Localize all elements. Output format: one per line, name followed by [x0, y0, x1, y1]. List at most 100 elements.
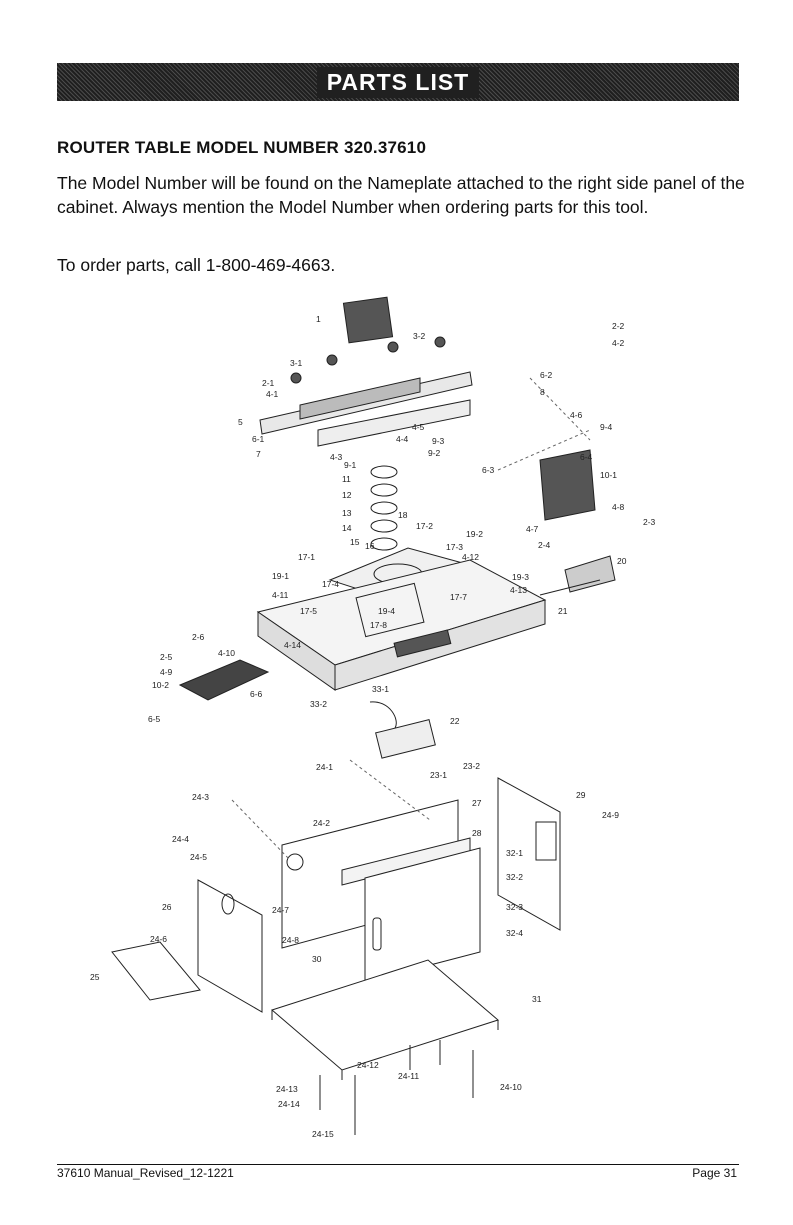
callout-label-23-1: 23-1 — [430, 770, 447, 780]
callout-label-9-3: 9-3 — [432, 436, 445, 446]
callout-label-24-14: 24-14 — [278, 1099, 300, 1109]
callout-label-4-3: 4-3 — [330, 452, 343, 462]
callout-label-8: 8 — [540, 387, 545, 397]
callout-label-16: 16 — [365, 541, 375, 551]
callout-label-4-10: 4-10 — [218, 648, 235, 658]
featherboard-left-drawing — [178, 659, 270, 701]
callout-label-24-5: 24-5 — [190, 852, 207, 862]
callout-label-2-1: 2-1 — [262, 378, 275, 388]
callout-label-17-3: 17-3 — [446, 542, 463, 552]
callout-label-4-11: 4-11 — [272, 590, 289, 600]
callout-label-13: 13 — [342, 508, 352, 518]
callout-label-19-2: 19-2 — [466, 529, 483, 539]
callout-label-17-5: 17-5 — [300, 606, 317, 616]
callout-label-23-2: 23-2 — [463, 761, 480, 771]
callout-label-25: 25 — [90, 972, 100, 982]
callout-label-4-1: 4-1 — [266, 389, 279, 399]
callout-label-17-7: 17-7 — [450, 592, 467, 602]
callout-label-17-4: 17-4 — [322, 579, 339, 589]
left-panel-drawing — [197, 879, 263, 1013]
order-parts-paragraph: To order parts, call 1-800-469-4663. — [57, 255, 336, 275]
section-heading: ROUTER TABLE MODEL NUMBER 320.37610 — [57, 138, 427, 157]
callout-label-24-11: 24-11 — [398, 1071, 419, 1081]
callout-label-6-2: 6-2 — [540, 370, 553, 380]
callout-label-9-2: 9-2 — [428, 448, 441, 458]
callout-label-9-1: 9-1 — [344, 460, 357, 470]
right-panel-drawing — [497, 777, 561, 931]
table-top-drawing — [256, 559, 547, 691]
callout-label-4-14: 4-14 — [284, 640, 301, 650]
callout-label-24-4: 24-4 — [172, 834, 189, 844]
footer-page-number: Page 31 — [692, 1166, 737, 1180]
callout-label-10-2: 10-2 — [152, 680, 169, 690]
callout-label-24-12: 24-12 — [357, 1060, 379, 1070]
callout-label-24-2: 24-2 — [313, 818, 330, 828]
callout-label-6-6: 6-6 — [250, 689, 263, 699]
callout-label-4-4: 4-4 — [396, 434, 409, 444]
callout-label-24-13: 24-13 — [276, 1084, 298, 1094]
callout-label-19-3: 19-3 — [512, 572, 529, 582]
callout-label-11: 11 — [342, 474, 351, 484]
parts-list-banner: PARTS LIST — [57, 63, 739, 101]
callout-label-12: 12 — [342, 490, 352, 500]
callout-label-30: 30 — [312, 954, 322, 964]
shelf-drawing — [111, 941, 201, 1001]
callout-label-32-2: 32-2 — [506, 872, 523, 882]
callout-label-4-5: 4-5 — [412, 422, 425, 432]
callout-label-4-8: 4-8 — [612, 502, 625, 512]
callout-label-7: 7 — [256, 449, 261, 459]
callout-label-19-1: 19-1 — [272, 571, 289, 581]
callout-label-9-4: 9-4 — [600, 422, 613, 432]
insert-rings-drawing — [370, 465, 398, 551]
callout-label-15: 15 — [350, 537, 360, 547]
callout-label-14: 14 — [342, 523, 352, 533]
callout-label-20: 20 — [617, 556, 627, 566]
callout-label-3-2: 3-2 — [413, 331, 426, 341]
power-switch-drawing — [375, 719, 436, 759]
callout-label-2-4: 2-4 — [538, 540, 551, 550]
callout-label-17-1: 17-1 — [298, 552, 315, 562]
callout-label-24-9: 24-9 — [602, 810, 619, 820]
callout-label-24-3: 24-3 — [192, 792, 209, 802]
callout-label-4-9: 4-9 — [160, 667, 173, 677]
callout-label-2-3: 2-3 — [643, 517, 656, 527]
callout-label-6-5: 6-5 — [148, 714, 161, 724]
callout-label-27: 27 — [472, 798, 482, 808]
callout-label-24-10: 24-10 — [500, 1082, 522, 1092]
callout-label-31: 31 — [532, 994, 542, 1004]
callout-label-19-4: 19-4 — [378, 606, 395, 616]
callout-label-18: 18 — [398, 510, 408, 520]
callout-label-33-2: 33-2 — [310, 699, 327, 709]
callout-label-17-8: 17-8 — [370, 620, 387, 630]
callout-label-21: 21 — [558, 606, 568, 616]
callout-label-32-3: 32-3 — [506, 902, 523, 912]
miter-gauge-drawing — [564, 555, 616, 593]
callout-label-26: 26 — [162, 902, 172, 912]
callout-label-6-4: 6-4 — [580, 452, 593, 462]
callout-label-5: 5 — [238, 417, 243, 427]
callout-label-32-1: 32-1 — [506, 848, 523, 858]
featherboard-right-drawing — [539, 449, 596, 521]
banner-title: PARTS LIST — [316, 66, 480, 98]
callout-label-4-6: 4-6 — [570, 410, 583, 420]
callout-label-32-4: 32-4 — [506, 928, 523, 938]
callout-label-1: 1 — [316, 314, 321, 324]
callout-label-2-2: 2-2 — [612, 321, 625, 331]
callout-label-24-7: 24-7 — [272, 905, 289, 915]
fence-assembly-drawing — [259, 296, 473, 447]
callout-label-2-6: 2-6 — [192, 632, 205, 642]
callout-label-2-5: 2-5 — [160, 652, 173, 662]
callout-label-6-1: 6-1 — [252, 434, 265, 444]
callout-label-33-1: 33-1 — [372, 684, 389, 694]
callout-label-28: 28 — [472, 828, 482, 838]
callout-label-3-1: 3-1 — [290, 358, 303, 368]
footer-divider — [57, 1164, 739, 1165]
callout-label-4-13: 4-13 — [510, 585, 527, 595]
callout-label-24-15: 24-15 — [312, 1129, 334, 1139]
callout-label-10-1: 10-1 — [600, 470, 617, 480]
callout-label-24-8: 24-8 — [282, 935, 299, 945]
callout-label-24-6: 24-6 — [150, 934, 167, 944]
cabinet-base-drawing — [270, 959, 500, 1071]
callout-label-6-3: 6-3 — [482, 465, 495, 475]
